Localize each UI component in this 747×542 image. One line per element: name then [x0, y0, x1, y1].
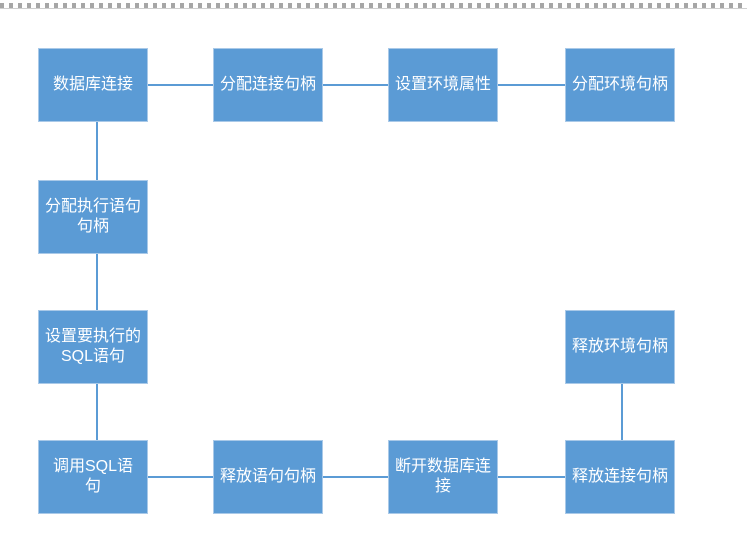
- node-label: 设置要执行的SQL语句: [45, 327, 142, 365]
- node-label: 释放语句句柄: [220, 467, 317, 485]
- node-label: 分配执行语句句柄: [45, 197, 142, 235]
- node-alloc-stmt-handle[interactable]: 分配执行语句句柄: [38, 180, 148, 254]
- node-label: 释放连接句柄: [572, 467, 669, 485]
- node-label: 调用SQL语句: [52, 457, 134, 495]
- connector-db-connection-to-alloc-conn-handle: [148, 84, 213, 86]
- node-label: 释放环境句柄: [572, 337, 669, 355]
- node-alloc-env-handle[interactable]: 分配环境句柄: [565, 48, 675, 122]
- ruler-baseline: [0, 8, 747, 9]
- node-alloc-conn-handle[interactable]: 分配连接句柄: [213, 48, 323, 122]
- page-ruler: [0, 0, 747, 11]
- ruler-ticks: [0, 3, 747, 8]
- node-free-env-handle[interactable]: 释放环境句柄: [565, 310, 675, 384]
- node-set-sql-statement[interactable]: 设置要执行的SQL语句: [38, 310, 148, 384]
- node-free-conn-handle[interactable]: 释放连接句柄: [565, 440, 675, 514]
- node-label: 分配环境句柄: [572, 75, 669, 93]
- node-label: 数据库连接: [52, 75, 133, 93]
- node-label: 分配连接句柄: [220, 75, 317, 93]
- node-call-sql-statement[interactable]: 调用SQL语句: [38, 440, 148, 514]
- node-set-env-attr[interactable]: 设置环境属性: [388, 48, 498, 122]
- connector-alloc-stmt-handle-to-set-sql-statement: [96, 254, 98, 310]
- connector-free-stmt-handle-to-disconnect-db: [323, 476, 388, 478]
- connector-set-env-attr-to-alloc-env-handle: [498, 84, 565, 86]
- node-label: 设置环境属性: [395, 75, 492, 93]
- node-free-stmt-handle[interactable]: 释放语句句柄: [213, 440, 323, 514]
- connector-free-conn-handle-to-free-env-handle: [621, 384, 623, 440]
- node-disconnect-db[interactable]: 断开数据库连接: [388, 440, 498, 514]
- connector-disconnect-db-to-free-conn-handle: [498, 476, 565, 478]
- node-db-connection[interactable]: 数据库连接: [38, 48, 148, 122]
- node-label: 断开数据库连接: [395, 457, 492, 495]
- connector-alloc-conn-handle-to-set-env-attr: [323, 84, 388, 86]
- connector-set-sql-statement-to-call-sql-statement: [96, 384, 98, 440]
- connector-call-sql-statement-to-free-stmt-handle: [148, 476, 213, 478]
- connector-db-connection-to-alloc-stmt-handle: [96, 122, 98, 180]
